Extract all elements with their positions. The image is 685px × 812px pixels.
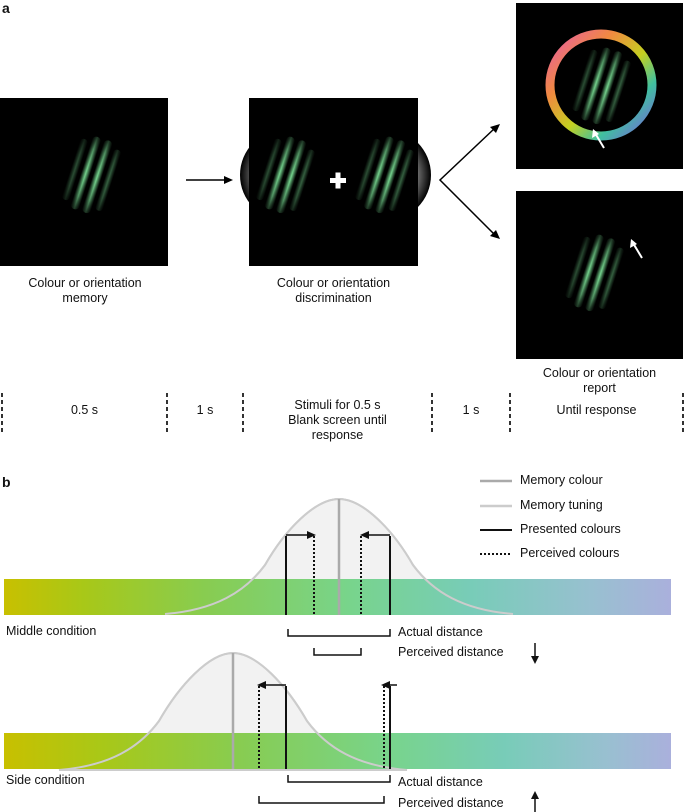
orientation-report-screen bbox=[516, 191, 683, 359]
memory-caption: Colour or orientation memory bbox=[10, 276, 160, 306]
timeline-response-text: response bbox=[311, 428, 364, 442]
middle-condition-label: Middle condition bbox=[6, 624, 97, 638]
timeline-blank-text: Blank screen until bbox=[288, 413, 387, 427]
timeline-delay1-duration: 1 s bbox=[196, 403, 214, 417]
colour-report-screen bbox=[516, 3, 683, 169]
side-condition-label: Side condition bbox=[6, 773, 85, 787]
timeline-report-duration: Until response bbox=[556, 403, 637, 417]
memory-caption-line1: Colour or orientation bbox=[28, 276, 142, 290]
discrimination-caption-line1: Colour or orientation bbox=[276, 276, 391, 290]
side-perceived-distance-label: Perceived distance bbox=[398, 796, 504, 810]
discrimination-caption: Colour or orientation discrimination bbox=[249, 276, 418, 306]
discrimination-caption-line2: discrimination bbox=[295, 291, 372, 305]
legend-perceived-colours: Perceived colours bbox=[520, 546, 620, 560]
side-condition-graphic bbox=[4, 651, 671, 812]
report-caption-line1: Colour or orientation bbox=[542, 366, 657, 380]
timeline-memory-duration: 0.5 s bbox=[70, 403, 99, 417]
report-caption: Colour or orientation report bbox=[516, 366, 683, 396]
timeline-stimuli-text: Stimuli for 0.5 s bbox=[294, 398, 381, 412]
branch-arrows-icon bbox=[438, 124, 500, 239]
arrow-right-icon bbox=[186, 176, 233, 184]
side-actual-distance-label: Actual distance bbox=[398, 775, 483, 789]
middle-perceived-distance-label: Perceived distance bbox=[398, 645, 504, 659]
memory-caption-line2: memory bbox=[62, 291, 108, 305]
memory-screen bbox=[0, 98, 168, 266]
timeline-discrimination-duration: Stimuli for 0.5 s Blank screen until res… bbox=[243, 398, 432, 443]
legend-memory-colour: Memory colour bbox=[520, 473, 603, 487]
legend bbox=[480, 479, 512, 555]
timeline-delay2-duration: 1 s bbox=[462, 403, 480, 417]
report-caption-line2: report bbox=[583, 381, 616, 395]
panel-a-graphic bbox=[0, 3, 684, 434]
panel-b-label: b bbox=[2, 474, 11, 490]
middle-actual-distance-label: Actual distance bbox=[398, 625, 483, 639]
legend-presented-colours: Presented colours bbox=[520, 522, 621, 536]
legend-memory-tuning: Memory tuning bbox=[520, 498, 603, 512]
panel-a-label: a bbox=[2, 0, 10, 16]
discrimination-screen bbox=[240, 98, 431, 266]
